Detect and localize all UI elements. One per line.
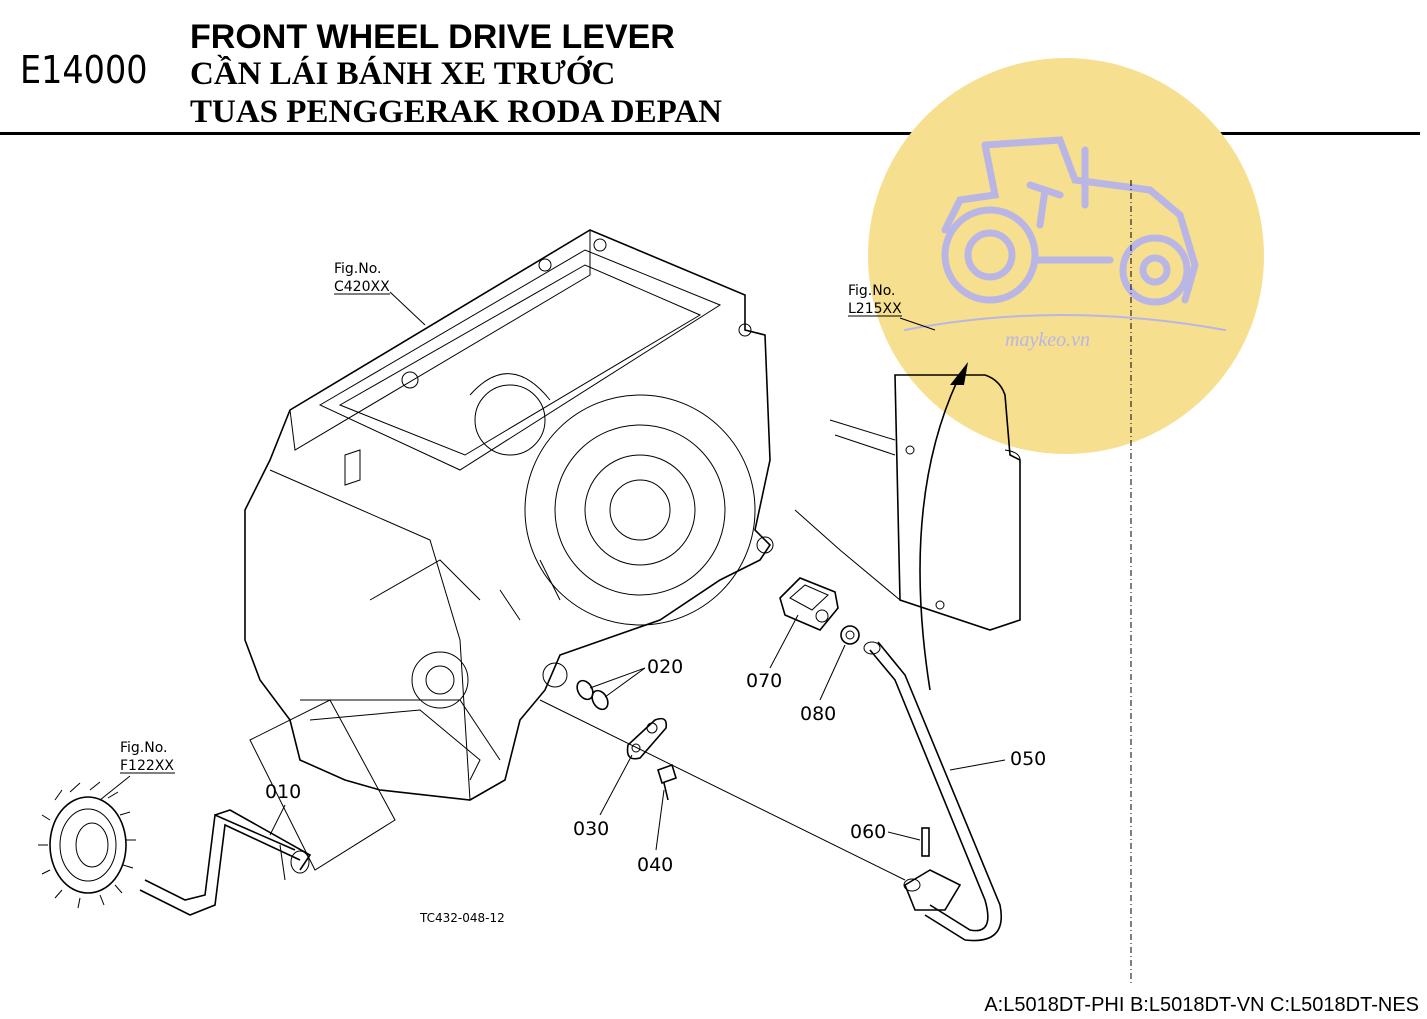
part-label-080: 080 <box>800 703 836 725</box>
watermark-text: maykeo.vn <box>1005 329 1090 351</box>
leader-050 <box>949 759 1006 771</box>
watermark-circle <box>868 58 1264 454</box>
leader-f122 <box>99 775 131 801</box>
fig-ref-l215-line2: L215XX <box>848 301 902 317</box>
model-footer: A:L5018DT-PHI B:L5018DT-VN C:L5018DT-NES <box>984 994 1419 1016</box>
title-english: FRONT WHEEL DRIVE LEVER <box>190 18 675 56</box>
watermark: maykeo.vn <box>868 58 1264 454</box>
title-indonesian: TUAS PENGGERAK RODA DEPAN <box>190 94 723 130</box>
fig-ref-c420-line1: Fig.No. <box>334 261 382 277</box>
leader-010 <box>269 804 286 836</box>
part-label-040: 040 <box>637 854 673 876</box>
part-label-010: 010 <box>265 781 301 803</box>
shaft-010 <box>139 809 312 916</box>
fig-ref-c420-line2: C420XX <box>334 279 390 295</box>
nut-080 <box>840 625 860 645</box>
pin-060 <box>921 827 930 857</box>
drawing-code: TC432-048-12 <box>419 911 505 925</box>
leader-080 <box>819 644 846 701</box>
part-label-060: 060 <box>850 821 886 843</box>
part-label-050: 050 <box>1010 748 1046 770</box>
leader-020 <box>589 667 646 698</box>
fig-ref-f122-line2: F122XX <box>120 758 174 774</box>
leader-c420 <box>389 291 426 326</box>
leader-060 <box>887 831 921 841</box>
plate-030 <box>626 717 668 760</box>
fig-ref-l215-line1: Fig.No. <box>848 283 896 299</box>
lever-050 <box>863 641 1002 942</box>
part-label-020: 020 <box>647 656 683 678</box>
header-rule <box>0 132 1420 135</box>
o-ring-020a <box>576 679 594 701</box>
fender-bracket <box>794 374 1021 631</box>
fig-ref-f122-line1: Fig.No. <box>120 740 168 756</box>
leader-070 <box>769 614 799 669</box>
title-vietnamese: CẦN LÁI BÁNH XE TRƯỚC <box>190 56 616 92</box>
leader-040 <box>655 789 665 851</box>
section-code: E14000 <box>20 48 148 92</box>
leader-l215 <box>899 317 936 331</box>
bolt-040 <box>657 763 677 801</box>
assembly-axis <box>539 699 906 881</box>
transmission-case <box>244 229 774 871</box>
gear <box>38 781 136 909</box>
motion-arrow <box>919 374 961 691</box>
part-label-030: 030 <box>573 818 609 840</box>
knob-070 <box>779 577 839 631</box>
part-label-070: 070 <box>746 670 782 692</box>
tractor-logo-icon <box>904 136 1226 331</box>
leader-030 <box>599 754 633 816</box>
arrow-head-icon <box>950 362 968 385</box>
